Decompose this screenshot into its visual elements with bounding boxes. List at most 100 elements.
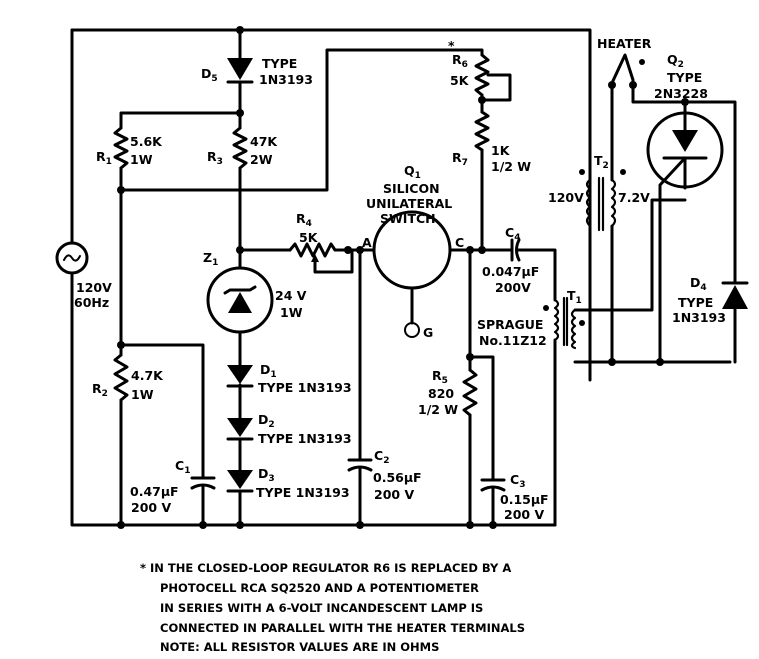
sine-wave-icon xyxy=(63,254,81,262)
z1-power: 1W xyxy=(280,305,303,320)
q1-cathode-label: C xyxy=(455,235,464,250)
transformers xyxy=(543,59,645,350)
q1-anode-label: A xyxy=(362,235,372,250)
d1-label: D1 xyxy=(260,362,277,380)
t1-maker: SPRAGUE xyxy=(477,317,543,332)
q1-line1: SILICON xyxy=(383,181,440,196)
note-line-5: NOTE: ALL RESISTOR VALUES ARE IN OHMS xyxy=(160,640,439,654)
r4-potentiometer xyxy=(288,242,337,258)
q2-scr xyxy=(646,111,724,202)
source-voltage: 120V xyxy=(76,280,112,295)
c4-value: 0.047μF xyxy=(482,264,539,279)
c1-label: C1 xyxy=(175,458,190,476)
resistor-zigzags xyxy=(113,53,512,417)
r7-value: 1K xyxy=(491,143,511,158)
r3-label: R3 xyxy=(207,149,223,167)
q1-line3: SWITCH xyxy=(380,211,436,226)
c3-capacitor xyxy=(480,478,506,492)
r6-label: R6 xyxy=(452,52,468,70)
q1-switch xyxy=(372,210,452,290)
q2-label: Q2 xyxy=(667,52,684,70)
c2-value: 0.56μF xyxy=(373,470,422,485)
r3-resistor xyxy=(232,126,248,170)
c4-voltage: 200V xyxy=(495,280,531,295)
junctions xyxy=(117,26,689,529)
t2-secondary: 7.2V xyxy=(618,190,650,205)
source-frequency: 60Hz xyxy=(74,295,109,310)
r5-value: 820 xyxy=(428,386,454,401)
c2-voltage: 200 V xyxy=(374,487,414,502)
r3-value: 47K xyxy=(250,134,278,149)
r6-star: * xyxy=(448,38,455,53)
ac-source xyxy=(55,241,89,275)
note-line-2: PHOTOCELL RCA SQ2520 AND A POTENTIOMETER xyxy=(160,581,479,595)
t2-transformer xyxy=(585,176,617,232)
r7-resistor xyxy=(474,110,490,152)
note-line-4: CONNECTED IN PARALLEL WITH THE HEATER TE… xyxy=(160,621,525,635)
r3-power: 2W xyxy=(250,152,273,167)
d5-part: 1N3193 xyxy=(259,72,313,87)
note-line-1: * IN THE CLOSED-LOOP REGULATOR R6 IS REP… xyxy=(140,561,511,575)
t2-primary: 120V xyxy=(548,190,584,205)
capacitors xyxy=(190,238,521,492)
labels: D5 TYPE 1N3193 R1 5.6K 1W R3 47K 2W R4 5… xyxy=(74,36,726,522)
d4-part: 1N3193 xyxy=(672,310,726,325)
wires xyxy=(70,28,737,527)
r1-resistor xyxy=(113,126,129,170)
r1-label: R1 xyxy=(96,149,112,167)
z1-label: Z1 xyxy=(203,250,218,268)
r1-power: 1W xyxy=(130,152,153,167)
z1-value: 24 V xyxy=(275,288,307,303)
r2-value: 4.7K xyxy=(131,368,164,383)
diodes xyxy=(226,58,749,493)
c4-label: C4 xyxy=(505,225,520,243)
d5-type: TYPE xyxy=(262,56,297,71)
t1-label: T1 xyxy=(567,288,582,306)
r5-power: 1/2 W xyxy=(418,402,458,417)
footnotes: * IN THE CLOSED-LOOP REGULATOR R6 IS REP… xyxy=(140,561,525,654)
r7-label: R7 xyxy=(452,150,468,168)
d1-part: TYPE 1N3193 xyxy=(258,380,352,395)
r6-value: 5K xyxy=(450,73,470,88)
q1-line2: UNILATERAL xyxy=(366,196,452,211)
z1-zener xyxy=(206,266,274,334)
d4-type: TYPE xyxy=(678,295,713,310)
q1-label: Q1 xyxy=(404,163,421,181)
d5-label: D5 xyxy=(201,66,218,84)
d3-diode xyxy=(227,470,253,489)
r2-power: 1W xyxy=(131,387,154,402)
c3-label: C3 xyxy=(510,472,525,490)
d5-diode xyxy=(227,58,253,80)
t1-transformer xyxy=(553,296,577,350)
c1-voltage: 200 V xyxy=(131,500,171,515)
r1-value: 5.6K xyxy=(130,134,163,149)
c2-label: C2 xyxy=(374,448,389,466)
r4-label: R4 xyxy=(296,211,312,229)
q2-type: TYPE xyxy=(667,70,702,85)
r4-wiper-arrow-icon xyxy=(311,254,319,262)
t2-label: T2 xyxy=(594,153,609,171)
c4-capacitor xyxy=(510,238,521,262)
heater-label: HEATER xyxy=(597,36,652,51)
r4-value: 5K xyxy=(299,230,319,245)
r6-potentiometer xyxy=(474,53,512,102)
r5-label: R5 xyxy=(432,368,448,386)
r2-resistor xyxy=(113,353,129,402)
note-line-3: IN SERIES WITH A 6-VOLT INCANDESCENT LAM… xyxy=(160,601,483,615)
c3-voltage: 200 V xyxy=(504,507,544,522)
c1-capacitor xyxy=(190,476,216,490)
t1-part: No.11Z12 xyxy=(479,333,547,348)
d3-label: D3 xyxy=(258,466,275,484)
r7-power: 1/2 W xyxy=(491,159,531,174)
d2-label: D2 xyxy=(258,412,275,430)
gate-terminal xyxy=(404,322,420,338)
c1-value: 0.47μF xyxy=(130,484,179,499)
c2-capacitor xyxy=(347,458,373,472)
q2-part: 2N3228 xyxy=(654,86,708,101)
d2-diode xyxy=(227,418,253,437)
d1-diode xyxy=(227,365,253,384)
r5-resistor xyxy=(462,368,478,417)
q1-gate-label: G xyxy=(423,325,433,340)
r2-label: R2 xyxy=(92,381,108,399)
